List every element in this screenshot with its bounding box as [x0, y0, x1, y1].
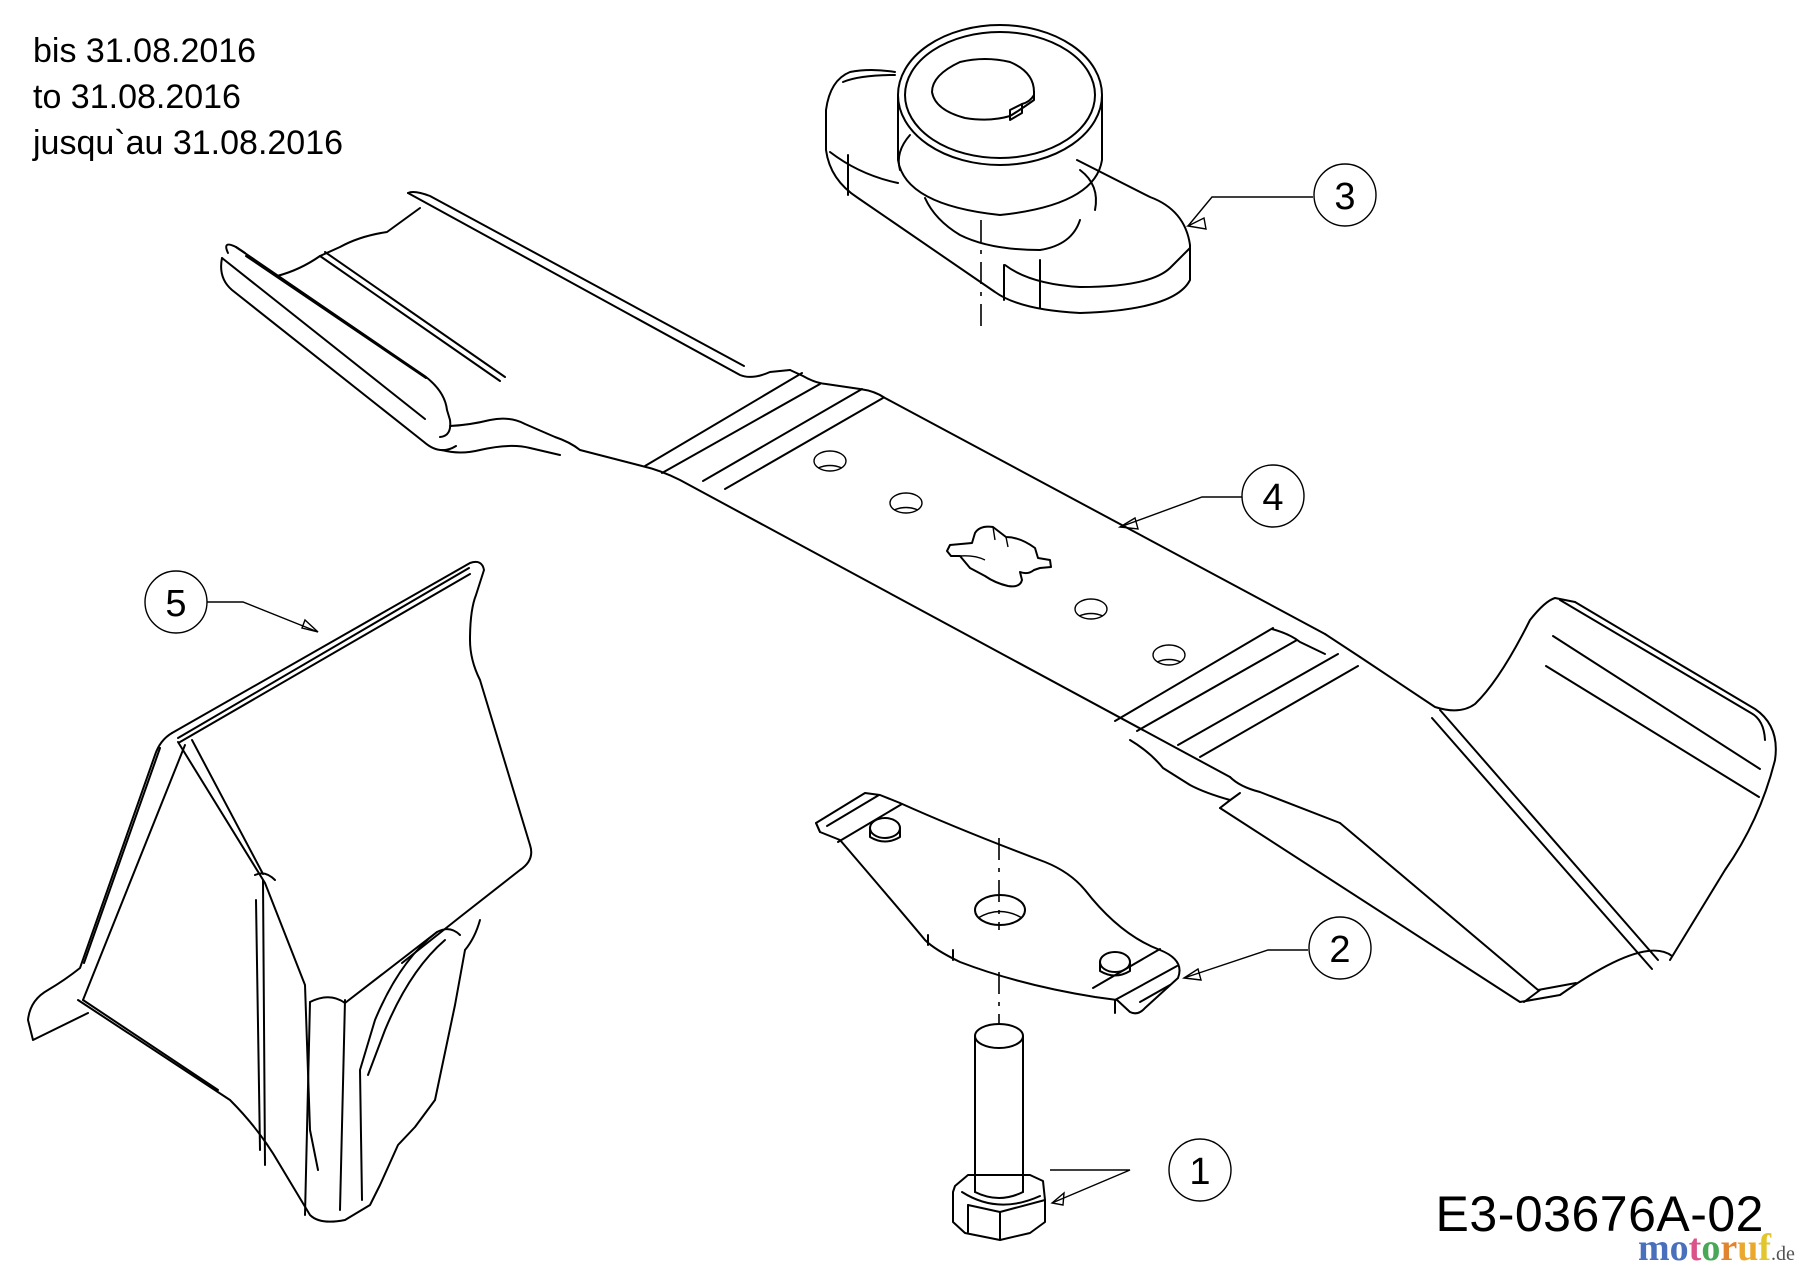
blade-clamp-plate[interactable] — [815, 792, 1181, 1025]
validity-line-de: bis 31.08.2016 — [33, 32, 257, 70]
validity-line-fr: jusqu`au 31.08.2016 — [33, 124, 344, 162]
callout-2[interactable]: 2 — [1181, 916, 1372, 981]
mower-blade[interactable] — [220, 191, 1777, 1003]
callout-4[interactable]: 4 — [1117, 464, 1305, 530]
watermark-letter: u — [1737, 1227, 1759, 1269]
watermark-tld: .de — [1770, 1243, 1795, 1265]
watermark-letter: m — [1638, 1227, 1670, 1269]
blade-adapter[interactable] — [825, 24, 1191, 330]
watermark-letter: r — [1720, 1227, 1738, 1269]
callout-5-number: 5 — [165, 583, 186, 625]
callout-5[interactable]: 5 — [144, 570, 319, 634]
discharge-deflector[interactable] — [27, 560, 533, 1223]
blade-bolt[interactable] — [952, 1023, 1046, 1241]
watermark-letter: f — [1758, 1227, 1771, 1269]
callout-1-number: 1 — [1189, 1151, 1210, 1193]
watermark-letter: o — [1701, 1227, 1721, 1269]
validity-note: bis 31.08.2016 to 31.08.2016 jusqu`au 31… — [33, 28, 343, 166]
callout-3-number: 3 — [1334, 176, 1355, 218]
watermark-logo: motoruf.de — [1638, 1228, 1795, 1274]
callout-1[interactable]: 1 — [1050, 1138, 1232, 1206]
validity-line-en: to 31.08.2016 — [33, 78, 241, 116]
watermark-letter: o — [1669, 1227, 1689, 1269]
watermark-letter: t — [1688, 1227, 1702, 1269]
callout-2-number: 2 — [1329, 929, 1350, 971]
callout-4-number: 4 — [1262, 477, 1283, 519]
drawing-id: E3-03676A-02 — [1435, 1186, 1764, 1242]
callout-3[interactable]: 3 — [1185, 163, 1377, 230]
